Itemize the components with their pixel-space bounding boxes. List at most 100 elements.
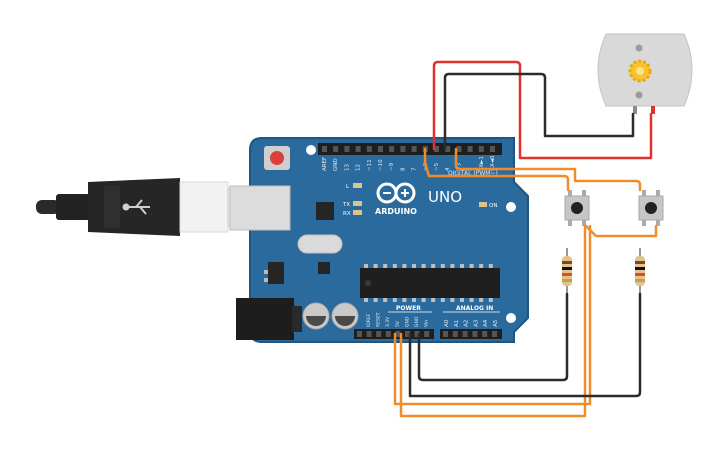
voltage-regulator: [268, 262, 284, 284]
header-pin[interactable]: [322, 146, 327, 152]
power-jack: [236, 298, 294, 340]
wire-black[interactable]: [417, 292, 569, 382]
chip-pin: [421, 298, 426, 302]
header-pin[interactable]: [344, 146, 350, 152]
chip-pin: [392, 298, 397, 302]
header-pin[interactable]: [405, 331, 410, 337]
chip-pin: [402, 298, 407, 302]
header-pin[interactable]: [452, 331, 458, 337]
header-pin[interactable]: [400, 146, 406, 152]
header-pin[interactable]: [333, 146, 339, 152]
analog-pin-label: A3: [473, 319, 479, 327]
analog-header: [440, 329, 502, 339]
chip-pin: [383, 298, 388, 302]
digital-pin-label: ~11: [367, 159, 373, 171]
chip-pin: [431, 264, 436, 268]
header-pin[interactable]: [378, 146, 383, 152]
header-pin[interactable]: [456, 146, 462, 152]
analog-pin-label: A5: [493, 319, 499, 327]
header-pin[interactable]: [434, 146, 439, 152]
led-on-label: ON: [489, 203, 497, 209]
chip-pin: [383, 264, 388, 268]
dc-motor[interactable]: [597, 33, 693, 114]
chip-pin: [373, 264, 378, 268]
arduino-logo-text: ARDUINO: [375, 207, 417, 216]
chip-pin: [488, 264, 493, 268]
chip-pin: [412, 298, 416, 302]
wire-orange[interactable]: [393, 224, 592, 406]
pushbutton[interactable]: [638, 190, 664, 226]
header-pin[interactable]: [443, 331, 448, 337]
capacitor: [331, 302, 359, 330]
board-model: UNO: [428, 188, 462, 206]
header-pin[interactable]: [492, 331, 497, 337]
header-pin[interactable]: [385, 331, 391, 337]
digital-pin-label: ~3: [456, 162, 462, 171]
led-rx: [353, 210, 362, 215]
gear-icon: [628, 59, 652, 83]
header-pin[interactable]: [445, 146, 451, 152]
wire-orange[interactable]: [454, 147, 642, 192]
capacitor: [302, 302, 330, 330]
led-tx-label: TX: [342, 202, 350, 208]
pushbutton[interactable]: [564, 190, 590, 226]
led-on: [479, 202, 487, 207]
header-pin[interactable]: [462, 331, 468, 337]
digital-pin-label: AREF: [322, 157, 328, 171]
wire-orange[interactable]: [423, 147, 570, 192]
chip-pin: [440, 264, 445, 268]
chip-pin: [402, 264, 407, 268]
chip-pin: [460, 298, 464, 302]
header-pin[interactable]: [357, 331, 362, 337]
power-label: POWER: [396, 305, 421, 312]
chip-pin: [440, 298, 445, 302]
header-pin[interactable]: [472, 331, 478, 337]
header-pin[interactable]: [366, 146, 372, 152]
power-pin-label: GND: [414, 316, 420, 327]
digital-pin-label: GND: [333, 158, 339, 171]
header-pin[interactable]: [395, 331, 401, 337]
arduino-logo-icon: [376, 182, 416, 204]
wire-orange[interactable]: [584, 224, 658, 238]
header-pin[interactable]: [490, 146, 495, 152]
atmega-chip: [360, 268, 500, 298]
digital-pin-label: ~5: [434, 162, 440, 171]
resistor[interactable]: [635, 248, 645, 294]
wire-black[interactable]: [443, 72, 635, 151]
wire-orange[interactable]: [399, 224, 587, 418]
header-pin[interactable]: [424, 331, 430, 337]
header-pin[interactable]: [482, 331, 488, 337]
digital-pin-label: ~10: [378, 159, 384, 171]
reset-button[interactable]: [264, 146, 290, 170]
power-pin-label: Vin: [424, 320, 430, 327]
header-pin[interactable]: [411, 146, 417, 152]
digital-pin-label: 13: [344, 164, 350, 171]
chip-pin: [450, 264, 455, 268]
resistor[interactable]: [562, 248, 572, 294]
header-pin[interactable]: [467, 146, 473, 152]
mounting-hole: [506, 202, 516, 212]
header-pin[interactable]: [366, 331, 372, 337]
chip-pin: [392, 264, 397, 268]
digital-pin-label: RX◄0: [490, 155, 496, 171]
header-pin[interactable]: [478, 146, 484, 152]
header-pin[interactable]: [376, 331, 382, 337]
led-rx-label: RX: [343, 211, 351, 217]
wire-black[interactable]: [408, 292, 642, 398]
led-tx: [353, 201, 362, 206]
header-pin[interactable]: [355, 146, 361, 152]
digital-pin-label: ~9: [389, 162, 395, 171]
analog-pin-label: A0: [444, 319, 450, 327]
header-pin[interactable]: [414, 331, 420, 337]
chip-pin: [488, 298, 493, 302]
led-l: [353, 183, 362, 188]
mounting-hole: [506, 313, 516, 323]
header-pin[interactable]: [389, 146, 395, 152]
analog-label: ANALOG IN: [456, 305, 493, 312]
analog-pin-label: A4: [483, 319, 489, 327]
digital-pin-label: 4: [445, 167, 451, 171]
wire-red[interactable]: [432, 60, 653, 160]
usb-symbol-icon: [122, 199, 150, 215]
usb-cable[interactable]: [36, 178, 253, 236]
crystal-oscillator: [297, 234, 343, 254]
